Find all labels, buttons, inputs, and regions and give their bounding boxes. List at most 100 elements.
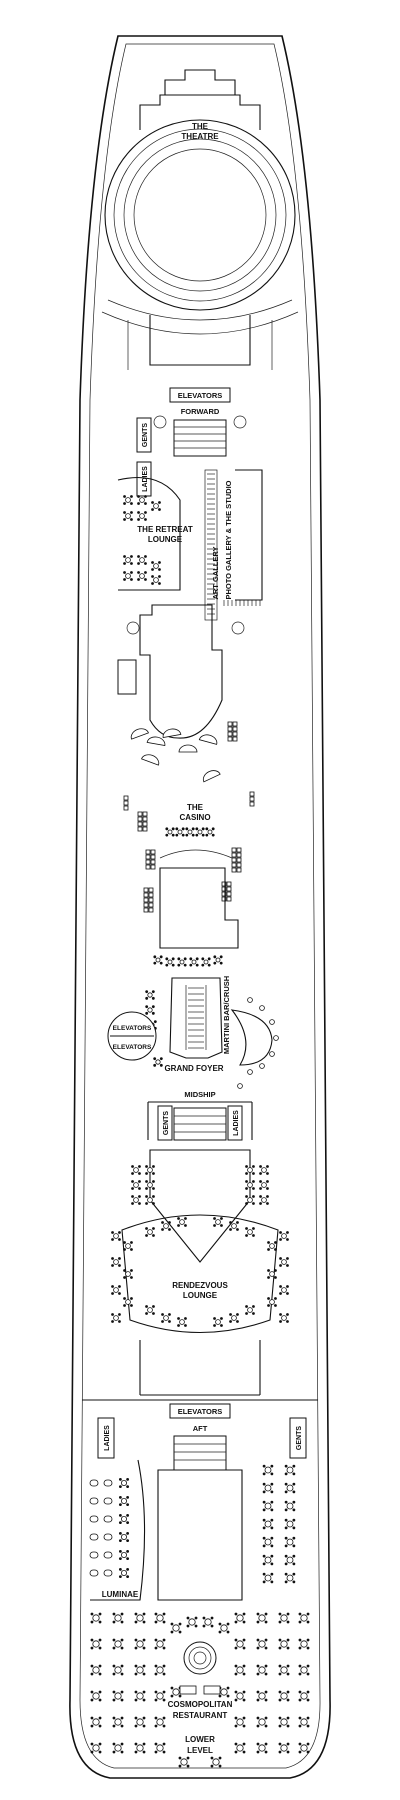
chair-symbol: [130, 1248, 133, 1251]
table-symbol: [121, 1498, 128, 1505]
slot-machine: [231, 862, 237, 868]
table-symbol: [258, 1744, 266, 1752]
chair-symbol: [134, 1664, 138, 1668]
chair-symbol: [90, 1742, 94, 1746]
table-symbol: [156, 1640, 164, 1648]
table-symbol: [139, 573, 145, 579]
chair-symbol: [120, 1690, 124, 1694]
elevators-aft-box[interactable]: [169, 1403, 231, 1419]
chair-symbol: [264, 1742, 268, 1746]
midship-stairs[interactable]: [173, 1107, 227, 1141]
chair-symbol: [126, 1495, 130, 1499]
chair-symbol: [286, 1231, 289, 1234]
chair-symbol: [90, 1750, 94, 1754]
chair-symbol: [242, 1716, 246, 1720]
chair-symbol: [284, 1536, 288, 1540]
chair-symbol: [236, 1320, 239, 1323]
chair-symbol: [234, 1664, 238, 1668]
table-symbol: [125, 1299, 131, 1305]
chair-symbol: [130, 502, 133, 505]
table-symbol: [179, 1219, 185, 1225]
chair-symbol: [226, 1686, 230, 1690]
chair-symbol: [158, 561, 161, 564]
chair-symbol: [274, 1241, 277, 1244]
chair-symbol: [242, 1646, 246, 1650]
table-symbol: [133, 1197, 139, 1203]
chair-symbol: [189, 957, 193, 961]
chair-symbol: [245, 1172, 248, 1175]
slot-machine: [143, 887, 149, 893]
chair-symbol: [118, 1264, 121, 1267]
chair-symbol: [138, 1187, 141, 1190]
theatre-label-line2: THEATRE: [181, 132, 219, 141]
chair-symbol: [120, 1664, 124, 1668]
chair-symbol: [278, 1716, 282, 1720]
chair-symbol: [162, 1724, 166, 1728]
aft-stairs[interactable]: [173, 1435, 227, 1471]
table-symbol: [269, 1299, 275, 1305]
chair-symbol: [284, 1554, 288, 1558]
chair-symbol: [158, 575, 161, 578]
chair-symbol: [270, 1500, 274, 1504]
table-symbol: [258, 1640, 266, 1648]
chair-symbol: [144, 571, 147, 574]
restaurant-staircase[interactable]: [183, 1641, 217, 1675]
chair-symbol: [154, 1742, 158, 1746]
chair-symbol: [123, 511, 126, 514]
table-symbol: [187, 829, 193, 835]
chair-symbol: [267, 1297, 270, 1300]
chair-symbol: [159, 961, 163, 965]
table-symbol: [163, 1315, 169, 1321]
table-symbol: [133, 1182, 139, 1188]
chair-symbol: [123, 1241, 126, 1244]
chair-symbol: [162, 1672, 166, 1676]
chair-symbol: [279, 1285, 282, 1288]
chair-symbol: [170, 1694, 174, 1698]
chair-symbol: [153, 1020, 157, 1024]
table-symbol: [113, 1233, 119, 1239]
chair-symbol: [256, 1750, 260, 1754]
chair-symbol: [278, 1698, 282, 1702]
chair-symbol: [274, 1276, 277, 1279]
chair-symbol: [145, 996, 149, 1000]
chair-symbol: [256, 1638, 260, 1642]
elevators-forward-box[interactable]: [169, 387, 231, 403]
service-station: [179, 1685, 197, 1695]
chair-symbol: [118, 1313, 121, 1316]
chair-symbol: [186, 1756, 190, 1760]
chair-symbol: [123, 502, 126, 505]
chair-symbol: [126, 1521, 130, 1525]
chair-symbol: [298, 1716, 302, 1720]
table-symbol: [264, 1466, 272, 1474]
chair-symbol: [286, 1672, 290, 1676]
chair-symbol: [161, 1313, 164, 1316]
chair-symbol: [144, 511, 147, 514]
banquette: [103, 1479, 113, 1487]
chair-symbol: [279, 1264, 282, 1267]
table-symbol: [281, 1259, 287, 1265]
chair-symbol: [177, 1324, 180, 1327]
chair-symbol: [252, 1180, 255, 1183]
chair-symbol: [142, 1750, 146, 1754]
table-symbol: [280, 1718, 288, 1726]
chair-symbol: [152, 1227, 155, 1230]
chair-symbol: [154, 1638, 158, 1642]
chair-symbol: [134, 1672, 138, 1676]
chair-symbol: [98, 1638, 102, 1642]
table-symbol: [215, 957, 221, 963]
central-service-block: [139, 604, 223, 739]
retreat-lounge-walls: [117, 476, 181, 591]
chair-symbol: [266, 1202, 269, 1205]
chair-symbol: [137, 571, 140, 574]
chair-symbol: [201, 963, 205, 967]
gents-aft-label: GENTS: [296, 1426, 303, 1450]
chair-symbol: [186, 1764, 190, 1768]
chair-symbol: [211, 827, 215, 831]
ladies-aft-label: LADIES: [104, 1425, 111, 1451]
chair-symbol: [152, 1195, 155, 1198]
grand-foyer-stairs[interactable]: [185, 985, 207, 1050]
forward-stairs[interactable]: [173, 419, 227, 457]
table-symbol: [121, 1480, 128, 1487]
table-symbol: [231, 1315, 237, 1321]
slot-machine: [148, 902, 154, 908]
